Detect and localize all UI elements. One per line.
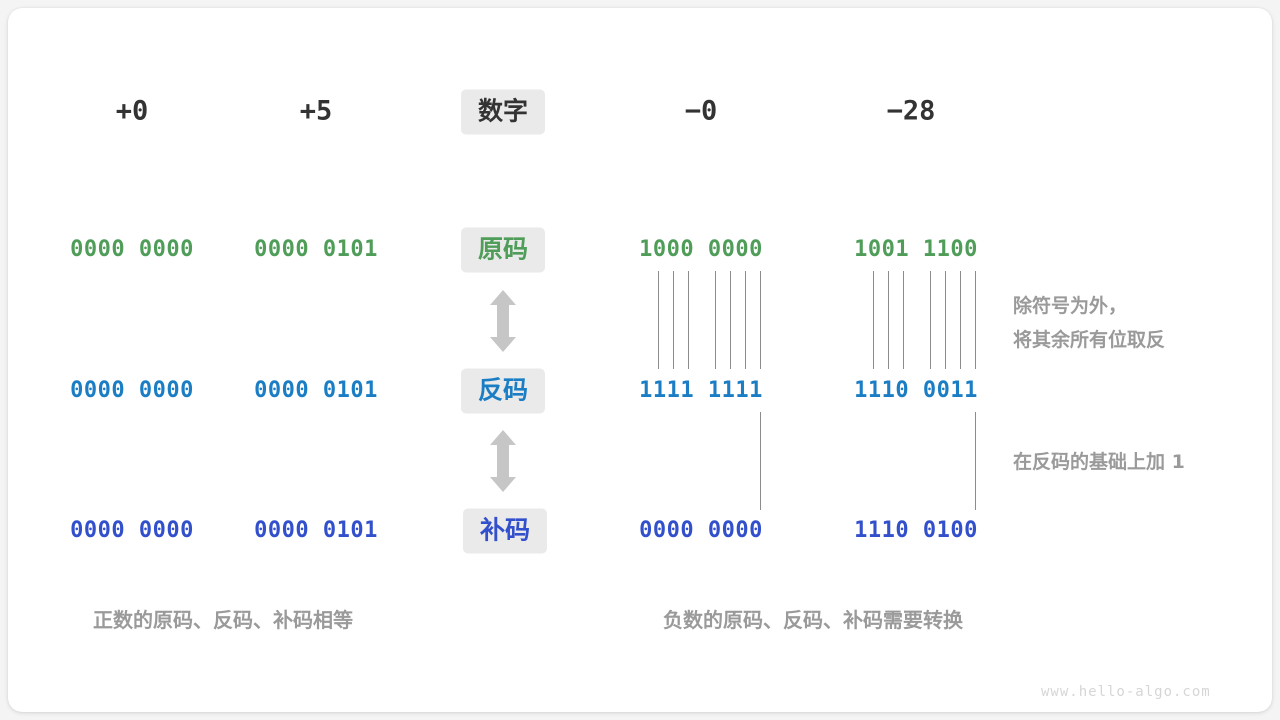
row-label-sign-magnitude: 原码: [460, 227, 546, 273]
invert-line-minus-twentyeight-bit5: [930, 271, 931, 369]
row-label-number: 数字: [460, 89, 546, 135]
invert-line-minus-zero-bit4: [688, 271, 689, 369]
annotation-invert-line2: 将其余所有位取反: [1013, 329, 1166, 351]
invert-line-minus-twentyeight-bit2: [873, 271, 874, 369]
bits-ones-complement-minus-twentyeight: 1110 0011: [854, 378, 978, 403]
invert-line-minus-zero-bit2: [658, 271, 659, 369]
annotation-invert-line1: 除符号为外，: [1013, 295, 1128, 317]
caption-negative: 负数的原码、反码、补码需要转换: [663, 608, 963, 632]
column-header-minus-twentyeight: −28: [886, 95, 936, 127]
plusone-line-minus-zero: [760, 412, 761, 510]
double-arrow-icon-ones-to-twos: [490, 430, 516, 492]
invert-line-minus-twentyeight-bit6: [945, 271, 946, 369]
plusone-line-minus-twentyeight: [975, 412, 976, 510]
watermark-url: www.hello-algo.com: [1041, 684, 1211, 700]
column-header-plus-five: +5: [299, 95, 333, 127]
double-arrow-icon-sign-to-ones: [490, 290, 516, 352]
column-header-plus-zero: +0: [115, 95, 149, 127]
row-label-ones-complement: 反码: [460, 368, 546, 414]
bits-twos-complement-minus-twentyeight: 1110 0100: [854, 518, 978, 543]
bits-sign-magnitude-plus-five: 0000 0101: [254, 237, 378, 262]
bits-ones-complement-plus-five: 0000 0101: [254, 378, 378, 403]
invert-line-minus-twentyeight-bit7: [960, 271, 961, 369]
bits-ones-complement-plus-zero: 0000 0000: [70, 378, 194, 403]
bits-twos-complement-plus-zero: 0000 0000: [70, 518, 194, 543]
bits-twos-complement-minus-zero: 0000 0000: [639, 518, 763, 543]
invert-line-minus-zero-bit6: [730, 271, 731, 369]
bits-twos-complement-plus-five: 0000 0101: [254, 518, 378, 543]
caption-positive: 正数的原码、反码、补码相等: [93, 608, 353, 632]
bits-ones-complement-minus-zero: 1111 1111: [639, 378, 763, 403]
annotation-plus-one: 在反码的基础上加 1: [1013, 451, 1185, 473]
column-header-minus-zero: −0: [684, 95, 718, 127]
diagram-card: +0 +5 数字 −0 −28 0000 0000 0000 0101 原码 1…: [8, 8, 1272, 712]
invert-line-minus-zero-bit8: [760, 271, 761, 369]
invert-line-minus-twentyeight-bit4: [903, 271, 904, 369]
invert-line-minus-zero-bit3: [673, 271, 674, 369]
bits-sign-magnitude-minus-zero: 1000 0000: [639, 237, 763, 262]
invert-line-minus-zero-bit5: [715, 271, 716, 369]
invert-line-minus-zero-bit7: [745, 271, 746, 369]
invert-line-minus-twentyeight-bit3: [888, 271, 889, 369]
bits-sign-magnitude-minus-twentyeight: 1001 1100: [854, 237, 978, 262]
invert-line-minus-twentyeight-bit8: [975, 271, 976, 369]
bits-sign-magnitude-plus-zero: 0000 0000: [70, 237, 194, 262]
row-label-twos-complement: 补码: [462, 508, 548, 554]
